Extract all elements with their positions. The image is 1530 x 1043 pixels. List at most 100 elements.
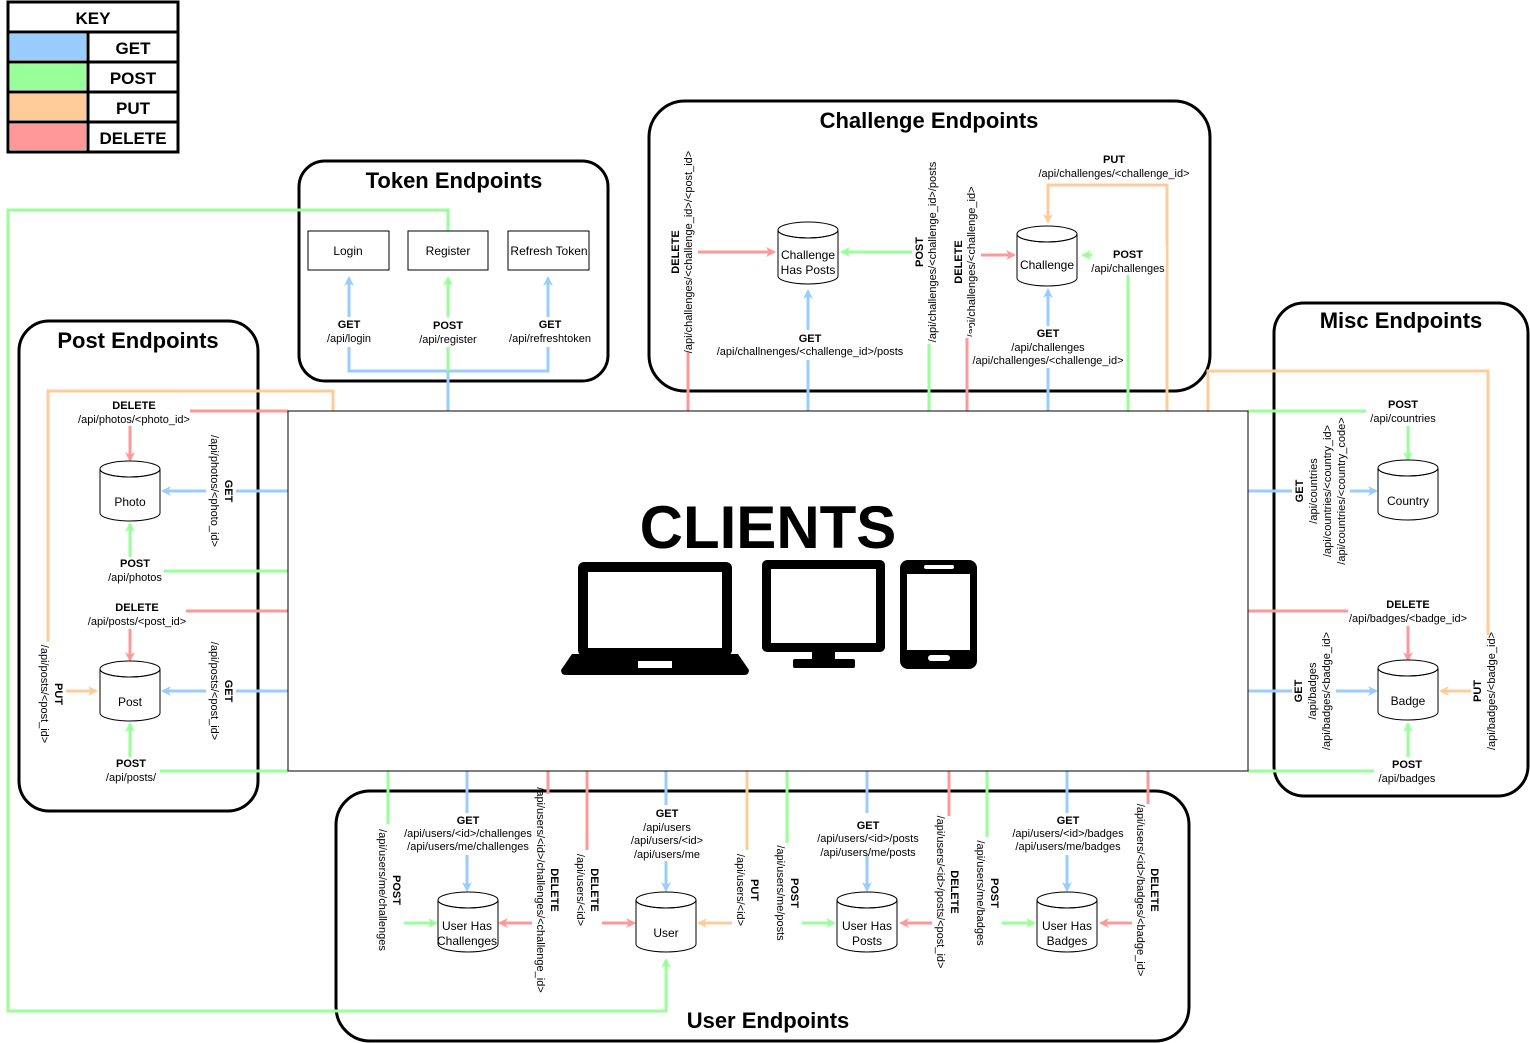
post-group-title: Post Endpoints — [57, 328, 218, 353]
svg-text:/api/challenges/<challenge_id>: /api/challenges/<challenge_id>/<post_id> — [683, 151, 695, 353]
svg-text:Challenge: Challenge — [1020, 258, 1074, 272]
svg-text:/api/photos/<photo_id>: /api/photos/<photo_id> — [208, 435, 220, 547]
challenge-node: Challenge — [1016, 225, 1078, 287]
edge-label-chp-get: GET /api/challnenges/<challenge_id>/post… — [716, 330, 904, 360]
svg-text:/api/users/<id>: /api/users/<id> — [631, 835, 703, 847]
svg-text:/api/users/me/posts: /api/users/me/posts — [774, 845, 786, 941]
svg-text:/api/badges: /api/badges — [1307, 662, 1319, 719]
edge-label-ch-post: POST /api/challenges — [1091, 247, 1166, 275]
svg-text:/api/challenges: /api/challenges — [1011, 342, 1085, 354]
svg-text:/api/users/<id>/badges: /api/users/<id>/badges — [1012, 828, 1124, 840]
svg-text:/api/countries: /api/countries — [1308, 458, 1320, 524]
edge-label-badge-put: PUT /api/badges/<badge_id> — [1471, 632, 1501, 750]
edge-label-country-post: POST /api/countries — [1366, 398, 1438, 426]
svg-text:/api/users/<id>/badges/<badge_: /api/users/<id>/badges/<badge_id> — [1134, 804, 1146, 976]
edge-label-user-delete: DELETE /api/users/<id> — [572, 850, 602, 930]
misc-group-title: Misc Endpoints — [1320, 308, 1483, 333]
svg-text:/api/users/<id>/challenges: /api/users/<id>/challenges — [404, 828, 532, 840]
edge-label-badge-get: GET /api/badges /api/badges/<badge_id> — [1292, 631, 1336, 751]
svg-text:POST: POST — [390, 875, 402, 905]
edge-label-uhp-get: GET /api/users/<id>/posts /api/users/me/… — [816, 813, 920, 859]
register-node: Register — [407, 230, 489, 271]
svg-text:Has Posts: Has Posts — [781, 263, 836, 277]
laptop-icon — [561, 562, 749, 675]
svg-text:/api/badges: /api/badges — [1379, 773, 1436, 785]
key-title: KEY — [76, 9, 112, 28]
badge-node: Badge — [1377, 659, 1439, 721]
svg-text:DELETE: DELETE — [548, 868, 560, 911]
edge-label-token-get-refresh: GET /api/refreshtoken — [506, 317, 592, 347]
svg-text:/api/users/<id>/challenges/<ch: /api/users/<id>/challenges/<challenge_id… — [534, 787, 546, 992]
challenge-group-title: Challenge Endpoints — [820, 108, 1039, 133]
svg-text:Login: Login — [333, 244, 362, 258]
svg-text:User Has: User Has — [442, 919, 492, 933]
svg-text:GET: GET — [1057, 815, 1080, 827]
key-label-get: GET — [116, 39, 152, 58]
svg-text:/api/challnenges/<challenge_id: /api/challnenges/<challenge_id>/posts — [717, 346, 904, 358]
svg-text:User Has: User Has — [842, 919, 892, 933]
svg-text:/api/photos/<photo_id>: /api/photos/<photo_id> — [78, 414, 190, 426]
tablet-icon — [900, 560, 977, 669]
user-has-badges-node: User Has Badges — [1036, 891, 1098, 953]
edge-label-country-get: GET /api/countries /api/countries/<count… — [1292, 417, 1350, 565]
user-has-posts-node: User Has Posts — [836, 891, 898, 953]
svg-text:DELETE: DELETE — [112, 400, 155, 412]
svg-text:Post: Post — [118, 695, 143, 709]
svg-text:GET: GET — [222, 480, 234, 503]
svg-text:Refresh Token: Refresh Token — [510, 244, 587, 258]
svg-text:GET: GET — [656, 808, 679, 820]
svg-text:POST: POST — [1113, 249, 1143, 261]
svg-text:POST: POST — [788, 878, 800, 908]
edge-label-post-delete: DELETE /api/posts/<post_id> — [86, 601, 186, 629]
svg-text:Photo: Photo — [114, 495, 146, 509]
edge-label-photo-delete: DELETE /api/photos/<photo_id> — [78, 398, 190, 426]
svg-text:/api/refreshtoken: /api/refreshtoken — [509, 333, 591, 345]
edge-label-token-post-register: POST /api/register — [416, 317, 480, 347]
challenge-has-posts-node: Challenge Has Posts — [777, 221, 839, 285]
key-swatch-delete — [10, 124, 86, 150]
svg-text:DELETE: DELETE — [115, 602, 158, 614]
svg-text:POST: POST — [914, 237, 926, 267]
user-group-title: User Endpoints — [687, 1008, 850, 1033]
svg-text:/api/challenges/<challenge_id>: /api/challenges/<challenge_id> — [972, 355, 1123, 367]
key-label-post: POST — [110, 69, 157, 88]
svg-text:PUT: PUT — [1472, 680, 1484, 702]
edge-label-badge-delete: DELETE /api/badges/<badge_id> — [1348, 598, 1468, 626]
svg-text:/api/users/<id>: /api/users/<id> — [734, 854, 746, 926]
svg-text:/api/users/me/badges: /api/users/me/badges — [974, 840, 986, 946]
svg-text:User Has: User Has — [1042, 919, 1092, 933]
svg-text:/api/users/<id>: /api/users/<id> — [574, 854, 586, 926]
svg-text:/api/users/me/posts: /api/users/me/posts — [820, 847, 916, 859]
edge-label-photo-post: POST /api/photos — [104, 557, 164, 585]
svg-text:DELETE: DELETE — [948, 870, 960, 913]
svg-text:/api/challenges/<challenge_id>: /api/challenges/<challenge_id> — [1038, 168, 1189, 180]
svg-text:PUT: PUT — [52, 683, 64, 705]
svg-text:/api/users/<id>/posts: /api/users/<id>/posts — [817, 833, 919, 845]
edge-label-post-put: PUT /api/posts/<post_id> — [36, 642, 66, 746]
svg-text:DELETE: DELETE — [1386, 599, 1429, 611]
svg-text:Posts: Posts — [852, 934, 882, 948]
key-swatch-put — [10, 94, 86, 120]
edge-label-uhc-get: GET /api/users/<id>/challenges /api/user… — [404, 813, 534, 855]
svg-text:PUT: PUT — [748, 879, 760, 901]
svg-text:/api/users/me/badges: /api/users/me/badges — [1015, 841, 1121, 853]
key-label-delete: DELETE — [99, 129, 166, 148]
edge-label-uhb-delete: DELETE /api/users/<id>/badges/<badge_id> — [1132, 804, 1162, 976]
svg-text:/api/badges/<badge_id>: /api/badges/<badge_id> — [1321, 632, 1333, 750]
svg-text:Register: Register — [426, 244, 471, 258]
svg-text:/api/posts/<post_id>: /api/posts/<post_id> — [38, 645, 50, 743]
login-node: Login — [307, 230, 390, 271]
svg-text:Country: Country — [1387, 494, 1429, 508]
svg-text:DELETE: DELETE — [1148, 868, 1160, 911]
svg-text:/api/posts/<post_id>: /api/posts/<post_id> — [208, 642, 220, 740]
svg-text:POST: POST — [116, 758, 146, 770]
svg-text:/api/users: /api/users — [643, 822, 691, 834]
svg-text:/api/countries: /api/countries — [1370, 413, 1436, 425]
edge-label-ch-delete: DELETE /api/challenges/<challenge_id> — [951, 186, 981, 338]
svg-text:POST: POST — [988, 878, 1000, 908]
clients-title: CLIENTS — [640, 494, 897, 561]
svg-text:/api/badges/<badge_id>: /api/badges/<badge_id> — [1349, 613, 1467, 625]
edge-label-badge-post: POST /api/badges — [1374, 757, 1442, 785]
svg-text:/api/login: /api/login — [327, 333, 371, 345]
